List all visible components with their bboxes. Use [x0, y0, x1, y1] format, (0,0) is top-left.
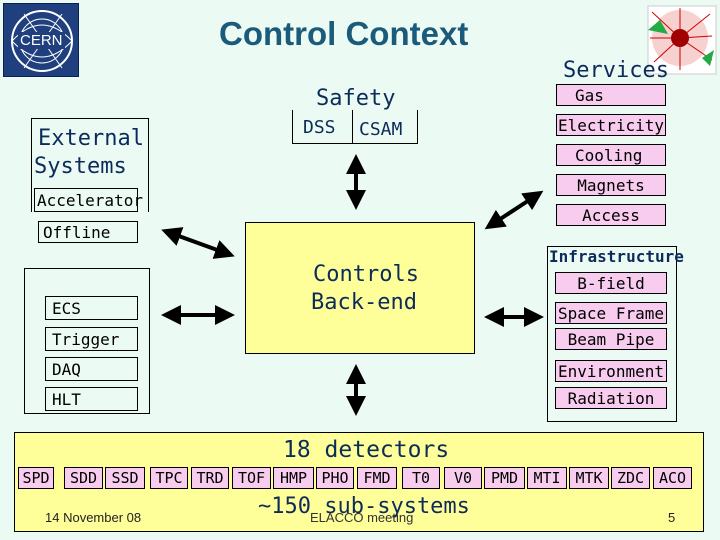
detector-sdd: SDD — [64, 467, 103, 489]
collision-event-icon — [647, 5, 717, 75]
external-heading-line1: External — [38, 126, 144, 151]
detector-zdc-label: ZDC — [616, 469, 645, 487]
cern-logo: CERN — [3, 3, 79, 77]
detector-mtk-label: MTK — [575, 469, 603, 487]
service-electricity: Electricity — [556, 114, 666, 136]
safety-dss: DSS — [303, 117, 336, 138]
detector-tpc-label: TPC — [155, 469, 183, 487]
event-display-image — [640, 0, 720, 80]
infra-space-frame-label: Space Frame — [558, 303, 664, 323]
dss-box — [292, 110, 352, 144]
detector-tpc: TPC — [150, 467, 188, 489]
infra-environment: Environment — [555, 360, 667, 382]
service-cooling-label: Cooling — [575, 145, 643, 165]
detector-spd-label: SPD — [22, 469, 50, 487]
detector-t0-label: T0 — [411, 469, 431, 487]
service-cooling: Cooling — [556, 144, 666, 166]
controls-backend-box — [245, 222, 475, 354]
detector-ssd-label: SSD — [111, 469, 139, 487]
service-magnets: Magnets — [556, 174, 666, 196]
detector-spd: SPD — [18, 467, 54, 489]
external-heading-line2: Systems — [34, 154, 127, 179]
detector-trd-label: TRD — [196, 469, 224, 487]
infra-environment-label: Environment — [558, 361, 664, 381]
controls-line2: Back-end — [311, 290, 417, 315]
detectors-heading: 18 detectors — [283, 437, 450, 463]
accelerator-box: Accelerator — [34, 188, 143, 212]
footer-page-number: 5 — [668, 510, 676, 525]
footer-meeting: ELACCO meeting — [310, 510, 414, 525]
detector-sdd-label: SDD — [69, 469, 98, 487]
detector-v0: V0 — [444, 467, 482, 489]
service-gas: Gas — [556, 84, 666, 106]
detector-mtk: MTK — [569, 467, 609, 489]
ecs-box: ECS — [45, 296, 138, 320]
detector-pho: PHO — [316, 467, 354, 489]
detector-aco: ACO — [653, 467, 692, 489]
subsystems-count: ~150 sub-systems — [258, 494, 470, 519]
detector-mti: MTI — [527, 467, 567, 489]
infra-bfield-label: B-field — [577, 273, 645, 293]
service-electricity-label: Electricity — [558, 115, 664, 135]
detector-trd: TRD — [191, 467, 229, 489]
service-access-label: Access — [582, 205, 640, 225]
detector-t0: T0 — [402, 467, 440, 489]
infra-space-frame: Space Frame — [555, 302, 667, 324]
detector-pmd-label: PMD — [490, 469, 519, 487]
arrow-external-controls — [161, 227, 235, 259]
ecs-label: ECS — [52, 298, 81, 318]
safety-heading: Safety — [316, 86, 396, 111]
daq-box: DAQ — [45, 357, 138, 381]
accelerator-label: Accelerator — [37, 190, 143, 210]
detector-pmd: PMD — [484, 467, 525, 489]
infra-beam-pipe: Beam Pipe — [555, 328, 667, 350]
infra-beam-pipe-label: Beam Pipe — [567, 329, 655, 349]
daq-label: DAQ — [52, 359, 81, 379]
service-gas-label: Gas — [575, 85, 604, 105]
infra-radiation: Radiation — [555, 387, 667, 409]
detector-hmp: HMP — [273, 467, 314, 489]
service-magnets-label: Magnets — [577, 175, 645, 195]
service-access: Access — [556, 204, 666, 226]
page-title: Control Context — [219, 15, 469, 52]
detector-tof-label: TOF — [237, 469, 266, 487]
detector-zdc: ZDC — [611, 467, 650, 489]
infra-radiation-label: Radiation — [567, 388, 655, 408]
detector-v0-label: V0 — [453, 469, 473, 487]
detector-fmd: FMD — [357, 467, 397, 489]
offline-box: Offline — [38, 221, 138, 243]
offline-label: Offline — [43, 222, 111, 242]
detector-ssd: SSD — [105, 467, 145, 489]
controls-line1: Controls — [313, 262, 419, 287]
detector-mti-label: MTI — [533, 469, 561, 487]
infra-bfield: B-field — [555, 272, 667, 294]
hlt-box: HLT — [45, 387, 138, 411]
detector-aco-label: ACO — [658, 469, 687, 487]
detector-tof: TOF — [232, 467, 271, 489]
footer-date: 14 November 08 — [45, 510, 142, 525]
trigger-label: Trigger — [52, 329, 120, 349]
infrastructure-heading: Infrastructure — [549, 247, 684, 266]
detector-fmd-label: FMD — [363, 469, 391, 487]
arrow-services-controls — [484, 190, 544, 230]
hlt-label: HLT — [52, 389, 81, 409]
trigger-box: Trigger — [45, 327, 138, 351]
csam-box — [352, 110, 418, 144]
detector-pho-label: PHO — [321, 469, 349, 487]
safety-csam: CSAM — [359, 119, 403, 140]
services-heading: Services — [563, 58, 669, 83]
cern-logo-text: CERN — [18, 32, 65, 49]
detector-hmp-label: HMP — [279, 469, 308, 487]
